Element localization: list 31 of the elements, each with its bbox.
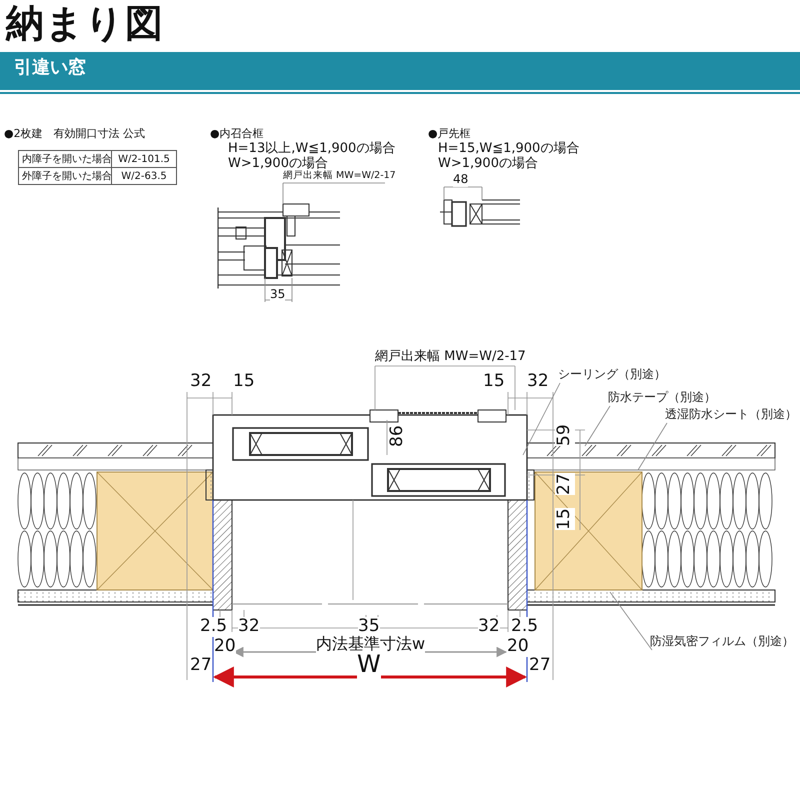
dimension-value: 20 <box>507 637 529 657</box>
section-heading: ●2枚建 有効開口寸法 公式 <box>4 128 146 141</box>
dimension-value: 59 <box>555 424 575 446</box>
table-cell: 内障子を開いた場合 <box>18 150 112 168</box>
dimension-text: 網戸出来幅 MW=W/2-17 <box>375 350 526 365</box>
header-subtitle: 引違い窓 <box>14 58 86 79</box>
table-cell: W/2-63.5 <box>111 167 177 185</box>
dimension-text: 網戸出来幅 MW=W/2-17 <box>283 171 396 182</box>
dimension-value: 35 <box>270 288 286 302</box>
callout-text: シーリング（別途） <box>558 367 666 381</box>
condition-text: W>1,900の場合 <box>438 157 538 172</box>
page-title: 納まり図 <box>6 2 164 46</box>
dimension-text: 内法基準寸法w <box>316 635 426 654</box>
dimension-value: 27 <box>555 473 575 495</box>
dimension-value: 15 <box>555 508 575 530</box>
dimension-value: 2.5 <box>200 617 228 637</box>
condition-text: H=15,W≦1,900の場合 <box>438 142 580 157</box>
condition-text: H=13以上,W≦1,900の場合 <box>228 142 396 157</box>
dimension-value: 48 <box>453 173 468 187</box>
leader-line <box>610 592 652 650</box>
leader-line <box>522 382 560 456</box>
table-cell: W/2-101.5 <box>111 150 177 168</box>
callout-text: 防湿気密フィルム（別途） <box>650 634 794 648</box>
table-cell: 外障子を開いた場合 <box>18 167 112 185</box>
callout-text: 防水テープ（別途） <box>608 390 716 404</box>
leader-line <box>584 406 610 446</box>
section-heading: ●内召合框 <box>210 128 264 141</box>
leader-line <box>638 422 668 470</box>
dimension-value: 2.5 <box>511 617 538 637</box>
callout-text: 透湿防水シート（別途） <box>665 407 797 421</box>
section-heading: ●戸先框 <box>428 128 471 141</box>
